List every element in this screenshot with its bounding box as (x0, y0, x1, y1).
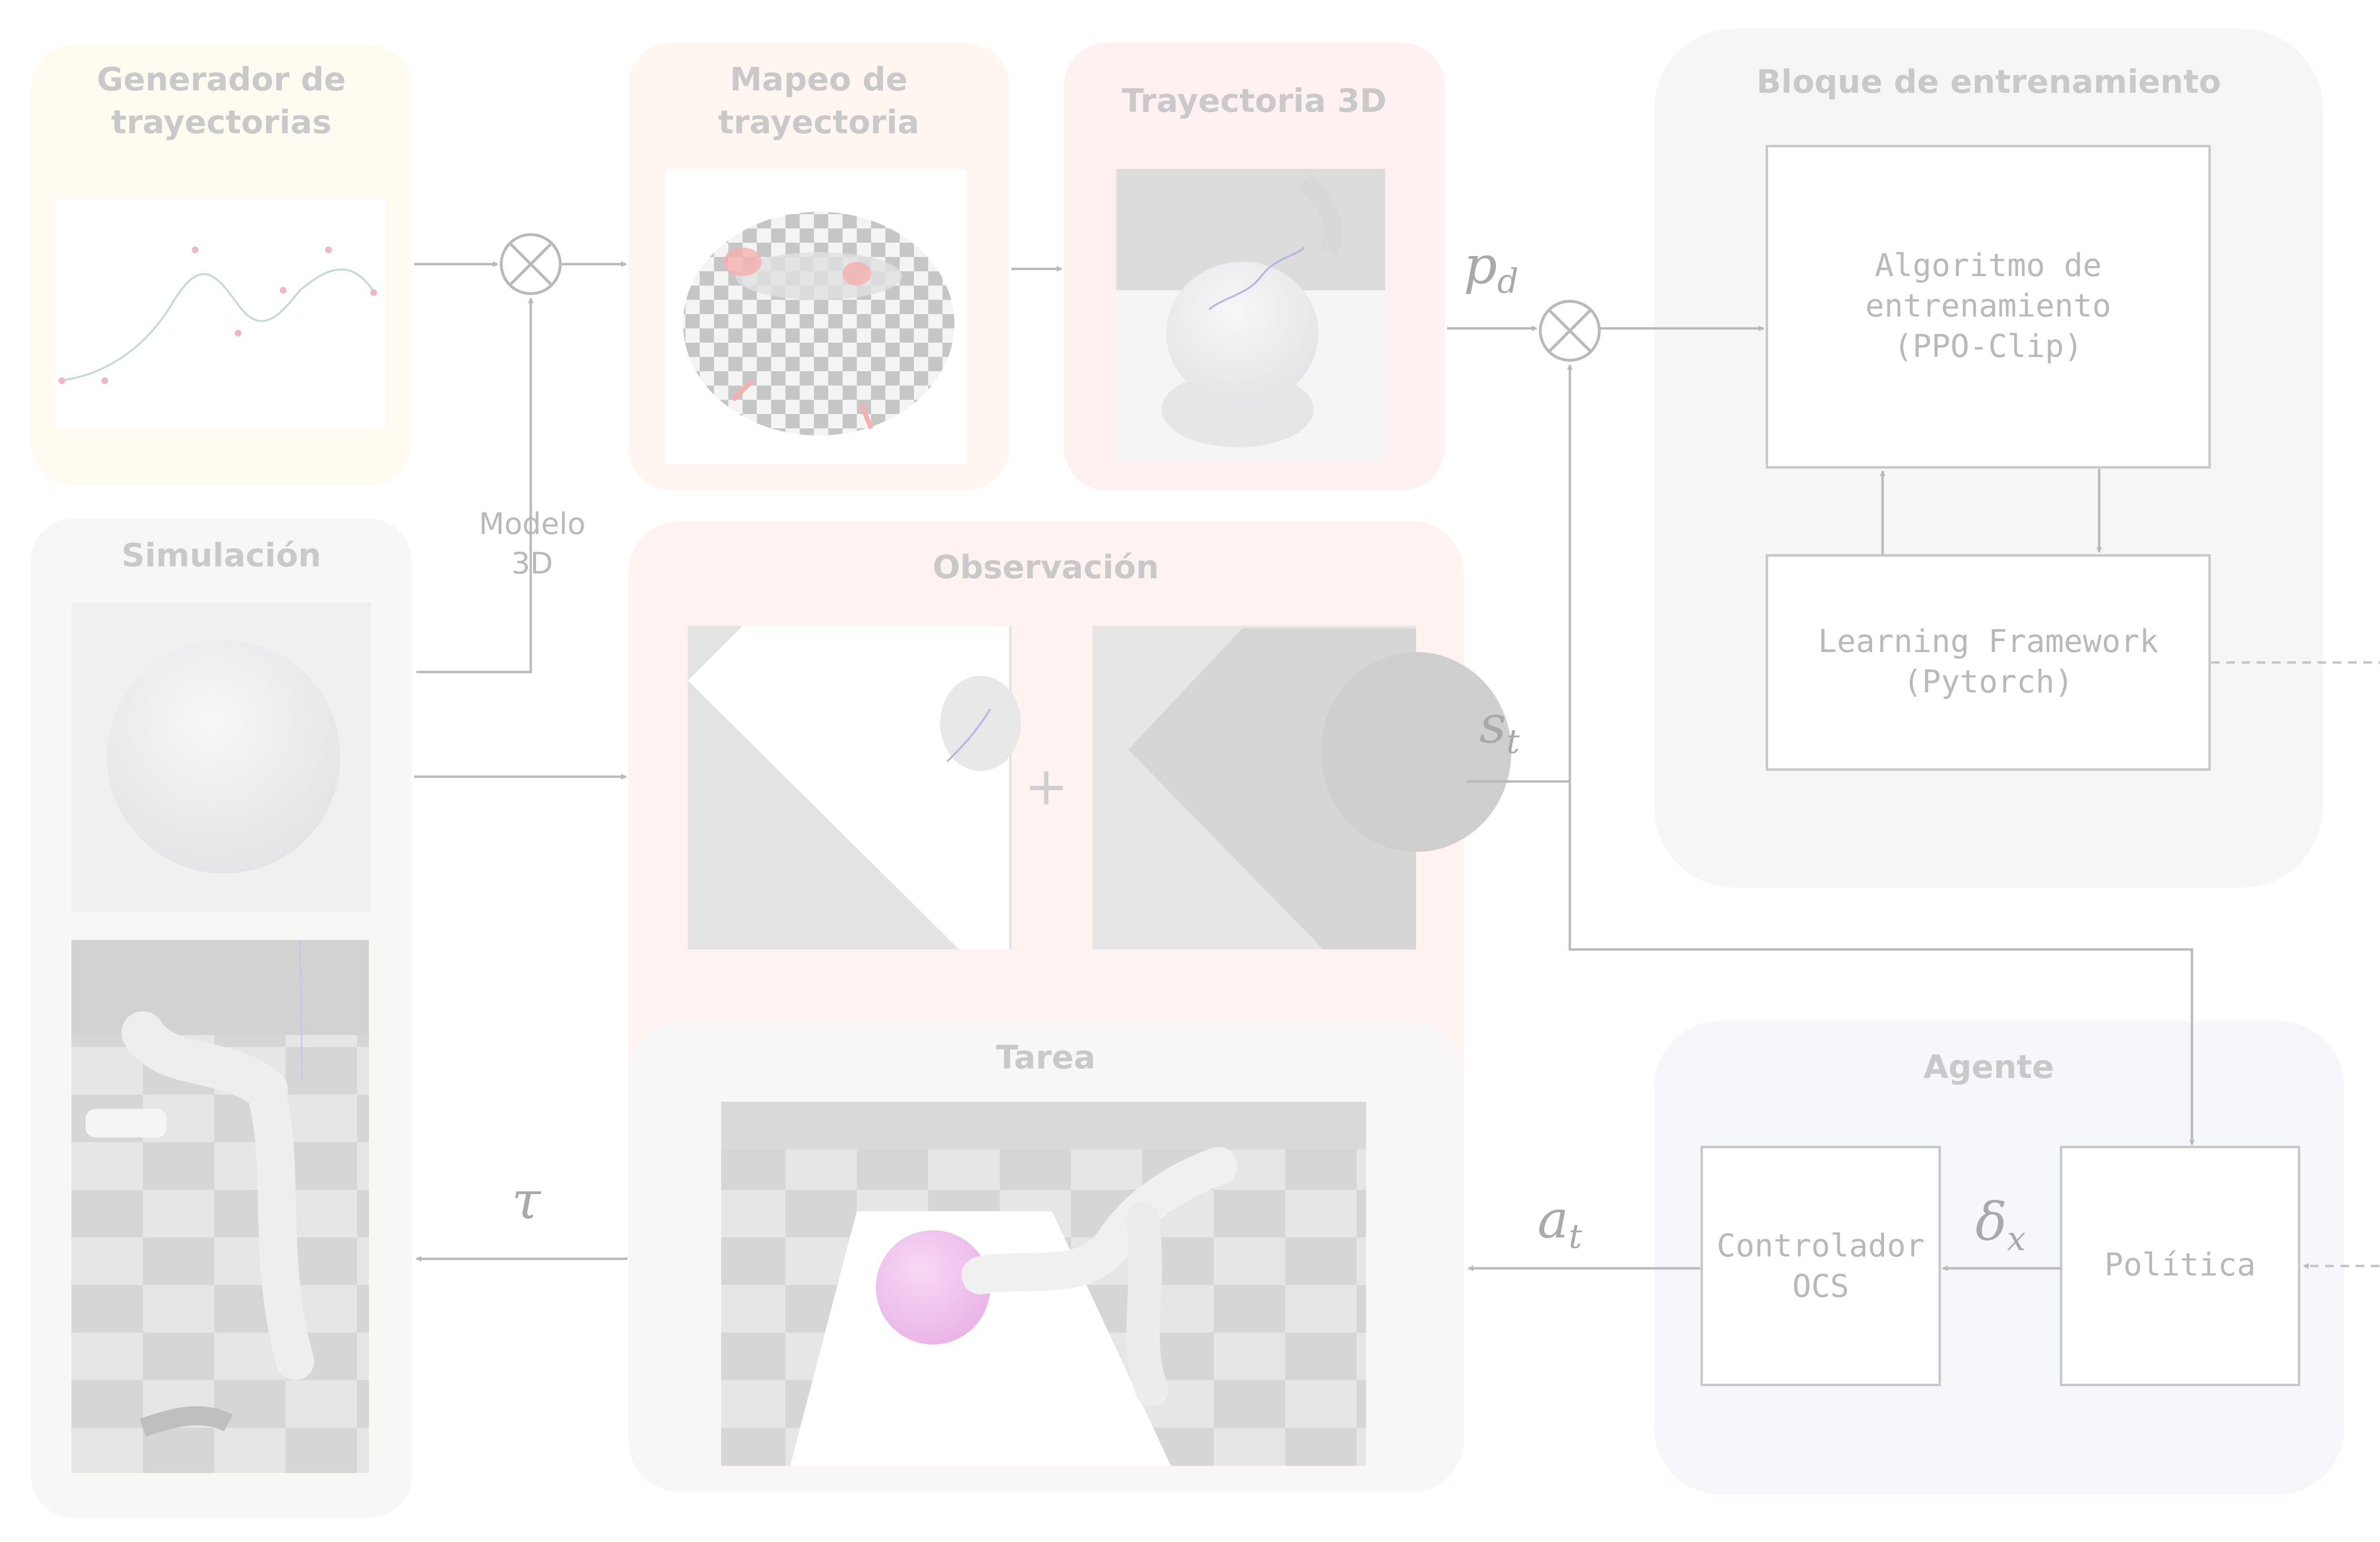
task-title: Tarea (996, 1039, 1095, 1077)
policy-label: Política (2104, 1246, 2256, 1283)
observation-title: Observación (932, 549, 1159, 586)
framework-line1: Learning Framework (1818, 623, 2158, 660)
model-3d-label-line2: 3D (511, 546, 553, 581)
model-3d-label-line1: Modelo (479, 506, 585, 541)
trajectory-plot-image (55, 200, 386, 428)
combine-junction-right (1539, 300, 1601, 362)
generator-title-line2: trayectorias (111, 104, 331, 141)
algorithm-box (1765, 145, 2211, 469)
arrow-state-to-policy (1568, 781, 2195, 1146)
observation-plus-sign: + (1024, 756, 1068, 817)
training-title: Bloque de entrenamiento (1756, 63, 2221, 101)
label-tau: τ (512, 1170, 542, 1231)
controller-box (1700, 1146, 1941, 1386)
label-pd: pd (1464, 235, 1518, 301)
label-at: at (1537, 1189, 1583, 1256)
controller-line1: Controlador (1716, 1227, 1924, 1264)
mapping-title-line1: Mapeo de (730, 61, 908, 99)
generator-title-line1: Generador de (97, 61, 346, 99)
policy-box (2060, 1146, 2301, 1386)
mapped-sphere-image (666, 169, 966, 464)
framework-line2: (Pytorch) (1903, 663, 2073, 700)
observation-image-left (688, 626, 1021, 949)
simulation-sphere-image (71, 602, 371, 911)
controller-line2: OCS (1792, 1268, 1849, 1305)
agent-title: Agente (1924, 1048, 2054, 1086)
trajectory3d-title: Trayectoria 3D (1122, 82, 1387, 120)
combine-junction-top (500, 233, 562, 295)
mapping-title-line2: trayectoria (718, 104, 920, 141)
label-delta-x: δx (1975, 1191, 2026, 1258)
simulation-title: Simulación (121, 537, 321, 574)
label-st: st (1479, 694, 1520, 761)
arrow-simulation-to-junction (416, 297, 534, 673)
algorithm-line3: (PPO-Clip) (1894, 328, 2082, 365)
algorithm-line1: Algoritmo de (1875, 247, 2102, 284)
observation-image-right (1092, 626, 1511, 949)
simulation-robot-image (71, 939, 369, 1473)
algorithm-line2: entrenamiento (1865, 287, 2112, 324)
framework-box (1765, 554, 2211, 771)
task-image (721, 1102, 1366, 1466)
trajectory-3d-image (1116, 169, 1385, 462)
